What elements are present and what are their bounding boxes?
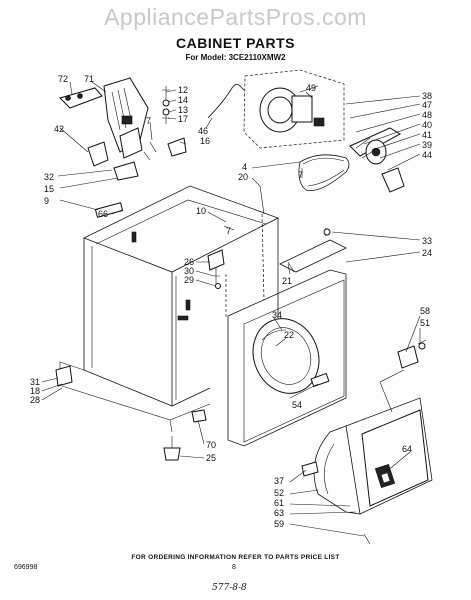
callout: 61 (274, 498, 284, 508)
callout: 66 (98, 209, 108, 219)
panel-strip (94, 202, 124, 218)
callout: 7 (146, 116, 151, 126)
callout: 29 (184, 275, 194, 285)
page-title: CABINET PARTS (175, 35, 296, 51)
callout: 28 (30, 395, 40, 405)
callout: 49 (306, 83, 316, 93)
callout: 51 (420, 318, 430, 328)
callout: 32 (44, 172, 54, 182)
callout: 7 (298, 170, 303, 180)
callout: 48 (422, 110, 432, 120)
document-number: 696998 (14, 564, 38, 571)
callout: 14 (178, 95, 188, 105)
callout: 39 (422, 140, 432, 150)
callout: 30 (184, 266, 194, 276)
motor-assembly (243, 69, 345, 149)
callout: 31 (30, 377, 40, 387)
screw-59 (363, 533, 371, 545)
callout: 37 (274, 476, 284, 486)
control-panel-bracket (59, 77, 149, 159)
callout: 40 (422, 120, 432, 130)
drive-belt (298, 154, 350, 191)
callout: 38 (422, 91, 432, 101)
base-support (61, 385, 173, 433)
callout: 52 (274, 488, 284, 498)
rod (261, 213, 265, 301)
screw-21 (287, 261, 295, 273)
leveling-feet (163, 409, 207, 461)
callout: 22 (284, 330, 294, 340)
callout: 13 (178, 105, 188, 115)
callout: 16 (200, 136, 210, 146)
callout: 26 (184, 257, 194, 267)
callout: 9 (44, 196, 49, 206)
callout: 44 (422, 150, 432, 160)
screw (149, 141, 157, 153)
switch-15 (113, 161, 139, 181)
door-assembly (313, 397, 433, 515)
callout: 64 (402, 444, 412, 454)
callout: 41 (422, 130, 432, 140)
callout: 25 (206, 453, 216, 463)
wire-harness (207, 84, 245, 119)
callout: 59 (274, 519, 284, 529)
callout: 63 (274, 508, 284, 518)
front-panel (227, 269, 347, 447)
callout: 10 (196, 206, 206, 216)
callout: 34 (272, 310, 282, 320)
screw (143, 151, 151, 161)
callout: 33 (422, 236, 432, 246)
callout: 12 (178, 85, 188, 95)
callout: 24 (422, 248, 432, 258)
callout: 46 (198, 126, 208, 136)
idler-pulley-assembly (349, 127, 405, 193)
bracket-16 (167, 137, 187, 157)
callout: 18 (30, 386, 40, 396)
callout: 47 (422, 100, 432, 110)
callout: 42 (54, 124, 64, 134)
callout: 54 (292, 400, 302, 410)
leader-lines (41, 81, 421, 537)
callout-labels: 72 71 12 14 13 17 49 38 47 48 40 41 39 4… (30, 74, 432, 529)
front-top-strip (279, 239, 347, 273)
watermark: AppliancePartsPros.com (104, 4, 367, 30)
callout: 4 (242, 162, 247, 172)
base-bracket (55, 365, 73, 387)
callout: 15 (44, 184, 54, 194)
callout: 72 (58, 74, 68, 84)
door-hinge (379, 339, 427, 413)
callout: 71 (84, 74, 94, 84)
callout: 7 (226, 226, 231, 236)
door-catch (301, 461, 319, 477)
callout: 20 (238, 172, 248, 182)
handwritten-note: 577-8-8 (212, 583, 247, 593)
model-subtitle: For Model: 3CE2110XMW2 (185, 53, 286, 62)
callout: 17 (178, 114, 188, 124)
ordering-note: FOR ORDERING INFORMATION REFER TO PARTS … (131, 554, 340, 561)
center-bracket (207, 249, 225, 289)
page-number: 8 (232, 564, 236, 571)
bracket-42 (87, 141, 109, 167)
cabinet-body (59, 185, 280, 407)
callout: 70 (206, 440, 216, 450)
callout: 58 (420, 306, 430, 316)
callout: 21 (282, 276, 292, 286)
